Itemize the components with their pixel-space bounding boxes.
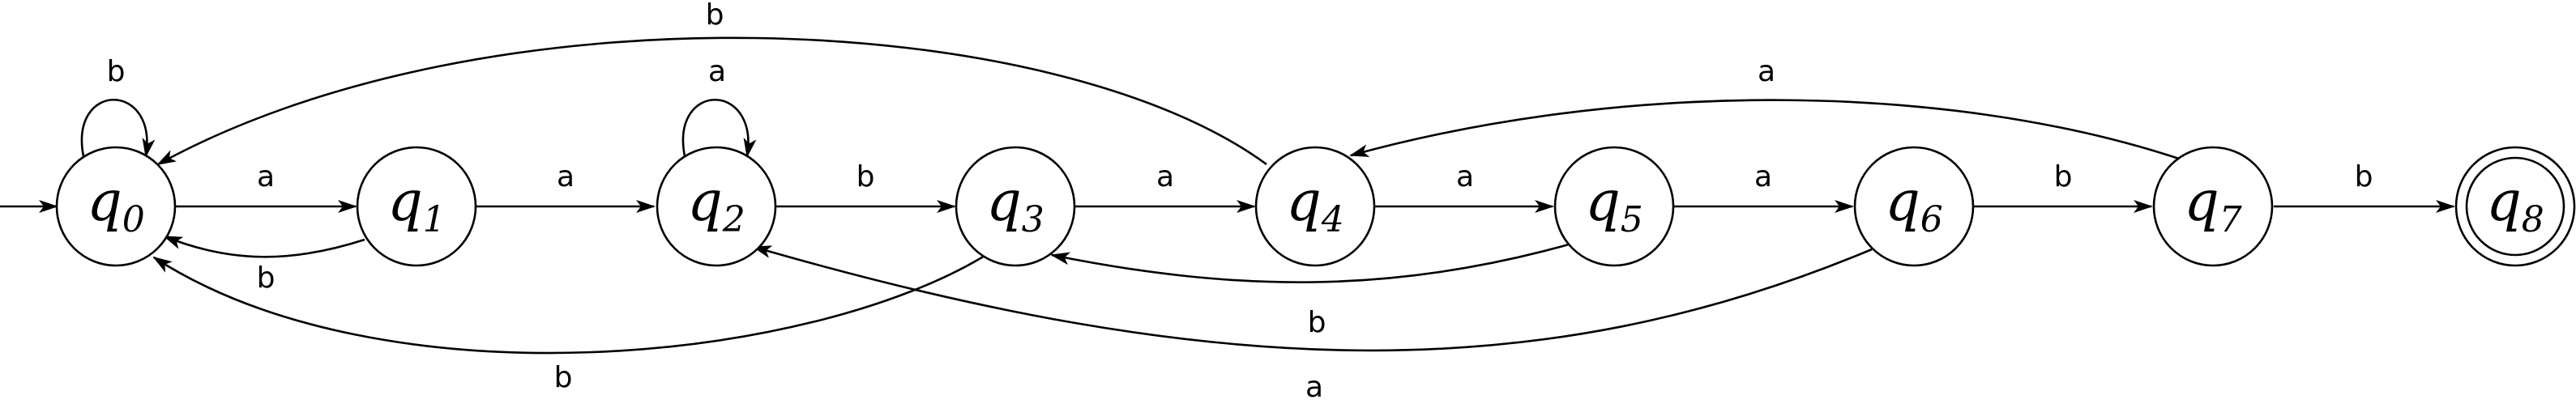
state-q3: q3 (955, 146, 1076, 267)
state-label-q7: q7 (2184, 170, 2242, 240)
edge-q5-q3 (1050, 240, 1581, 283)
state-label-q6: q6 (1885, 170, 1943, 240)
state-label-q3: q3 (986, 170, 1044, 240)
state-q4: q4 (1254, 146, 1376, 267)
edge-q0-q0 (80, 98, 156, 158)
state-q7: q7 (2152, 146, 2274, 267)
state-q0: q0 (55, 146, 177, 267)
state-label-q2: q2 (687, 170, 745, 240)
state-q2: q2 (656, 146, 777, 267)
state-label-q0: q0 (87, 170, 145, 240)
state-label-q4: q4 (1286, 170, 1344, 240)
state-q8-accepting: q8 (2454, 146, 2576, 267)
state-q1: q1 (356, 146, 477, 267)
edge-label-q6-q2: a (1305, 371, 1323, 404)
edge-label-q3-q4: a (1156, 160, 1174, 193)
state-label-q5: q5 (1585, 170, 1643, 240)
edge-q3-q0 (152, 252, 989, 355)
edge-q7-q4 (1349, 99, 2182, 161)
edge-label-q7-q4: a (1758, 55, 1775, 88)
edge-label-q3-q0: b (554, 361, 573, 394)
edge-q2-q2 (681, 98, 757, 158)
edge-label-q5-q3: b (1308, 306, 1326, 339)
edge-label-q5-q6: a (1754, 160, 1772, 193)
edge-label-q1-q2: a (557, 160, 575, 193)
state-label-q8: q8 (2486, 170, 2544, 240)
edge-label-q1-q0: b (257, 261, 276, 295)
edge-label-q7-q8: b (2355, 160, 2373, 193)
edge-label-q2-q2: a (708, 55, 726, 88)
edge-q1-q0 (163, 235, 365, 258)
edge-label-q2-q3: b (857, 160, 875, 193)
edge-label-q4-q0: b (706, 0, 724, 32)
transition-edges: b a b a a b a b a b a b (80, 0, 2455, 404)
states: q0 q1 q2 q3 q4 (55, 146, 2576, 267)
state-q5: q5 (1553, 146, 1675, 267)
state-label-q1: q1 (387, 170, 446, 240)
edge-q4-q0 (156, 36, 1267, 166)
edge-label-q0-q0: b (107, 55, 126, 88)
edge-q6-q2 (752, 245, 1873, 352)
edge-label-q4-q5: a (1456, 160, 1474, 193)
edge-label-q6-q7: b (2054, 160, 2073, 193)
state-q6: q6 (1853, 146, 1975, 267)
edge-label-q0-q1: a (257, 160, 275, 193)
